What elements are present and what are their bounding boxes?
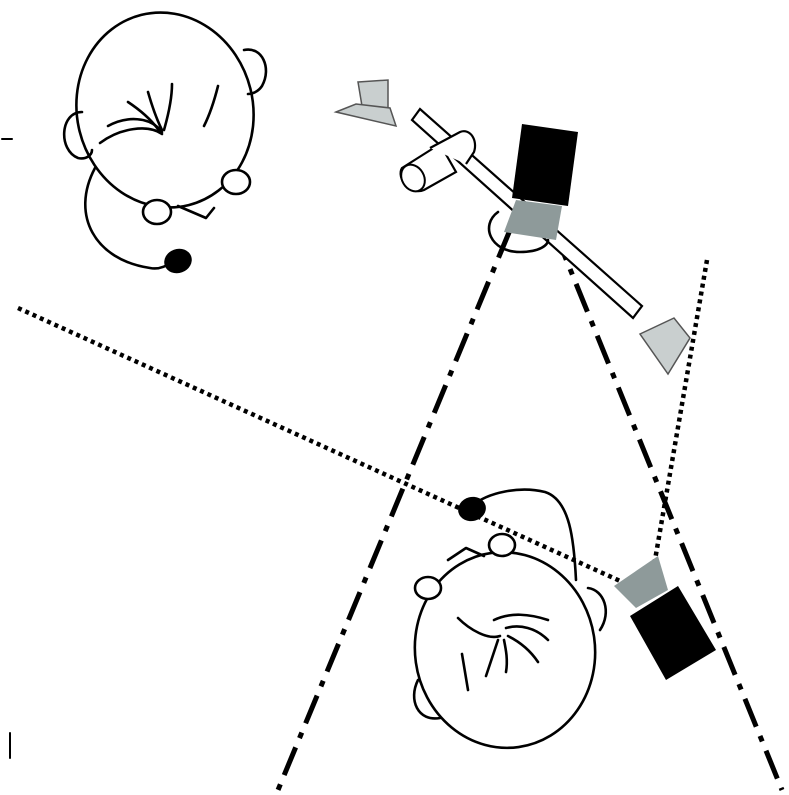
ear-left — [62, 110, 94, 160]
hair-swirl-bottom — [456, 613, 550, 692]
microphone-icon-bottom — [458, 496, 486, 522]
fov-line-right — [552, 231, 785, 791]
hair-swirl — [98, 82, 220, 145]
earpiece-left-bottom — [413, 575, 443, 601]
nose-hint — [176, 204, 216, 220]
bottom-camera — [614, 556, 716, 680]
nose-hint-bottom — [446, 546, 486, 562]
sight-lines — [17, 259, 710, 593]
mic-cable-bottom — [470, 488, 578, 582]
ear-left-bottom — [412, 678, 442, 720]
sight-line-main — [17, 305, 641, 593]
camera-lens-bottom — [614, 556, 668, 608]
earpiece-right — [220, 168, 252, 196]
person-head-bottom — [412, 488, 607, 750]
ear-right — [242, 48, 268, 96]
earpiece-left — [141, 198, 173, 226]
head-outline — [75, 11, 255, 209]
microphone-icon — [164, 248, 192, 274]
studio-light-icon-right — [638, 317, 691, 376]
top-camera-rig — [333, 79, 691, 376]
camera-icon — [512, 124, 578, 206]
camera-icon-bottom — [630, 586, 716, 680]
person-head-top-left — [62, 11, 268, 274]
earpiece-right-bottom — [487, 532, 517, 558]
sight-line-secondary — [652, 259, 710, 561]
studio-light-icon — [333, 79, 398, 128]
camera-lens-top — [504, 200, 562, 240]
fov-line-left — [275, 229, 513, 791]
ear-right-bottom — [586, 586, 607, 632]
field-of-view-lines — [275, 229, 785, 791]
camera-mount-base — [487, 210, 550, 254]
rod-mount-icon — [399, 130, 477, 193]
